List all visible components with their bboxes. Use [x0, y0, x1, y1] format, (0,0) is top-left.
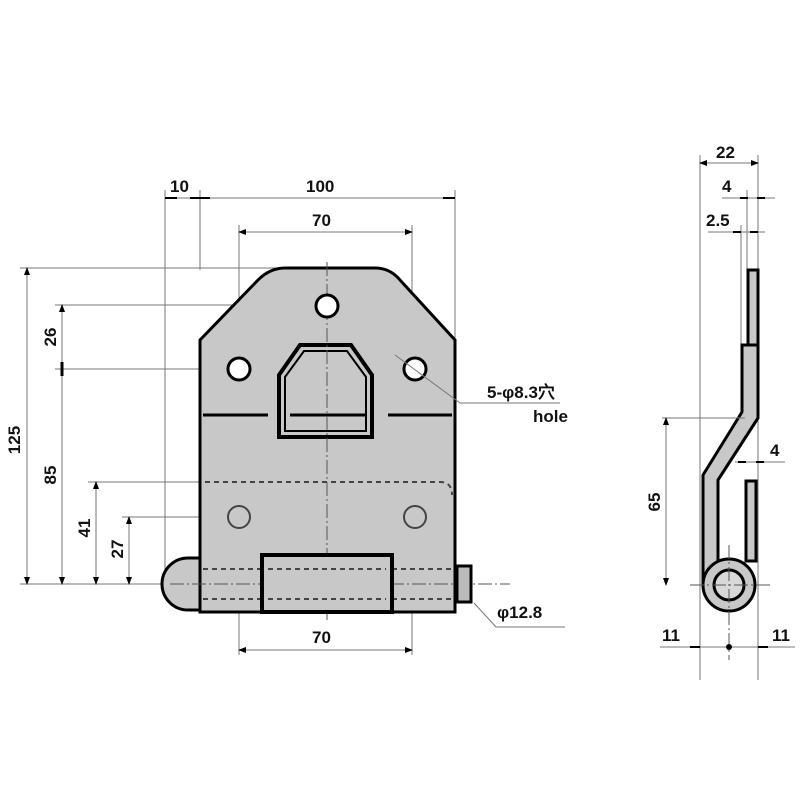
dim-total-width: 100 — [306, 177, 334, 196]
d-ring — [277, 343, 374, 439]
callout-holes: 5-φ8.3穴 — [487, 382, 555, 402]
side-view: 22 4 2.5 4 65 11 11 — [645, 143, 795, 680]
dim-lower-thickness: 4 — [770, 441, 780, 460]
lower-leaf — [744, 479, 758, 563]
dim-total-height: 125 — [5, 426, 24, 454]
knuckle-cutout — [260, 553, 394, 614]
dim-offset-width: 10 — [170, 177, 189, 196]
dim-fold-line-height: 41 — [75, 519, 94, 538]
pin-end — [455, 564, 473, 604]
callout-pin: φ12.8 — [497, 603, 542, 622]
hole-top — [314, 293, 340, 319]
front-view: 10 100 70 125 26 85 41 27 — [5, 177, 568, 655]
dim-total-depth: 22 — [716, 143, 735, 162]
dim-upper-holes-height: 85 — [41, 466, 60, 485]
callout-holes-en: hole — [533, 407, 568, 426]
hole-lower-left — [227, 505, 251, 529]
dim-pin-left: 11 — [662, 626, 680, 645]
hole-upper-left — [226, 356, 252, 382]
dim-hole-spacing-top: 70 — [312, 211, 331, 230]
dim-top-hole-offset: 26 — [41, 328, 60, 347]
dim-top-thickness: 4 — [722, 177, 732, 196]
hole-upper-right — [402, 356, 428, 382]
dim-offset: 2.5 — [706, 211, 730, 230]
hole-lower-right — [403, 505, 427, 529]
dim-bend-height: 65 — [645, 493, 664, 512]
dim-hole-spacing-bottom: 70 — [312, 628, 331, 647]
dim-lower-holes-height: 27 — [108, 540, 127, 559]
dim-pin-right: 11 — [772, 626, 790, 645]
upper-leaf — [746, 268, 760, 347]
